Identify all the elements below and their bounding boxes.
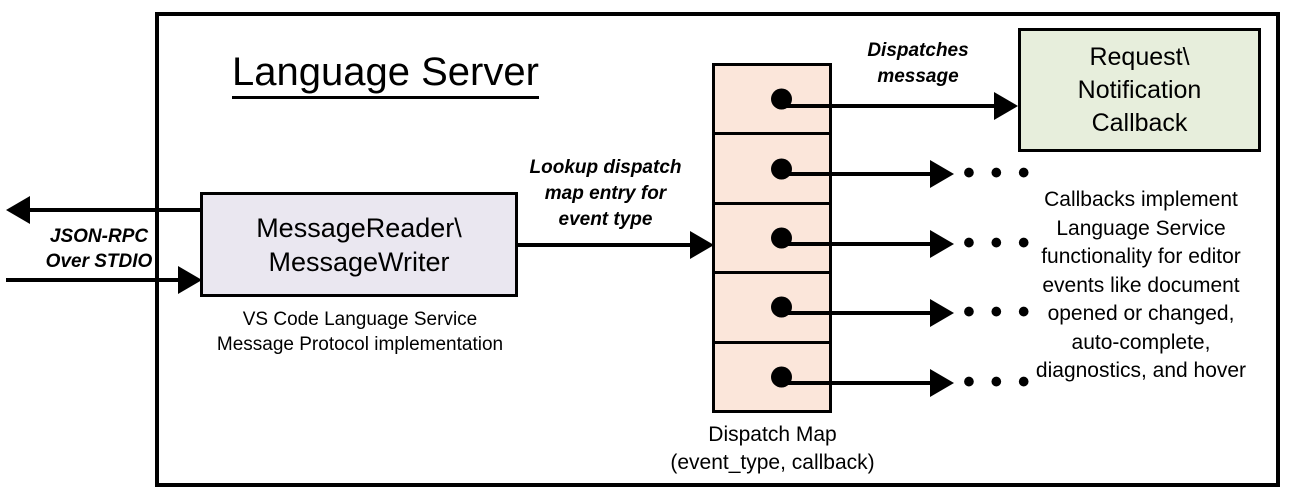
callback-caption-line3: functionality for editor: [1041, 245, 1241, 268]
message-reader-writer-box[interactable]: MessageReader\ MessageWriter: [200, 192, 518, 297]
json-rpc-label: JSON-RPC Over STDIO: [24, 224, 174, 274]
lookup-label-line3: event type: [558, 209, 653, 230]
language-server-boundary: [155, 12, 1280, 487]
dispatch-map-row[interactable]: [715, 274, 829, 344]
arrow-right-icon: [930, 369, 954, 397]
dispatch-map-row[interactable]: [715, 344, 829, 410]
dispatch-row-line: [776, 311, 934, 315]
dispatch-message-line: [776, 104, 998, 108]
dispatch-map-row[interactable]: [715, 66, 829, 136]
callback-caption-line7: diagnostics, and hover: [1035, 359, 1247, 382]
json-rpc-label-line2: Over STDIO: [45, 251, 153, 272]
dispatch-map-table[interactable]: [712, 63, 832, 413]
callback-caption-line5: opened or changed,: [1047, 302, 1235, 325]
dispatch-map-caption-line1: Dispatch Map: [708, 423, 837, 446]
page-title-text: Language Server: [232, 50, 539, 99]
message-reader-caption-line2: Message Protocol implementation: [216, 334, 504, 355]
ellipsis-label: • • •: [963, 154, 1033, 192]
dispatch-map-row[interactable]: [715, 135, 829, 205]
callback-line2: Notification: [1077, 75, 1202, 104]
arrow-right-icon: [930, 160, 954, 188]
lookup-dispatch-label: Lookup dispatch map entry for event type: [508, 155, 703, 233]
dispatch-row-line: [776, 381, 934, 385]
arrow-right-icon: [930, 299, 954, 327]
message-writer-label: MessageWriter: [268, 246, 450, 277]
inbound-rpc-line: [6, 278, 182, 282]
lookup-arrow-line: [518, 243, 694, 247]
callback-line1: Request\: [1089, 42, 1190, 71]
callback-caption-line6: auto-complete,: [1071, 330, 1211, 354]
dispatch-map-caption-line2: (event_type, callback): [670, 451, 875, 474]
json-rpc-label-line1: JSON-RPC: [49, 226, 149, 247]
arrow-right-icon: [994, 92, 1018, 120]
dispatch-map-caption: Dispatch Map (event_type, callback): [640, 421, 905, 477]
dispatch-row-line: [776, 242, 934, 246]
arrow-right-icon: [178, 266, 202, 294]
lookup-label-line1: Lookup dispatch: [529, 157, 682, 178]
page-title: Language Server: [232, 48, 652, 99]
arrow-right-icon: [690, 231, 714, 259]
lookup-label-line2: map entry for: [544, 183, 667, 204]
dispatches-message-label: Dispatches message: [828, 38, 1008, 90]
dispatch-map-row[interactable]: [715, 205, 829, 275]
dispatch-row-line: [776, 172, 934, 176]
message-reader-label: MessageReader\: [256, 212, 462, 243]
request-notification-callback-box[interactable]: Request\ Notification Callback: [1018, 28, 1261, 152]
callback-caption-line4: events like document: [1042, 273, 1240, 297]
arrow-right-icon: [930, 230, 954, 258]
message-reader-caption-line1: VS Code Language Service: [242, 309, 478, 330]
arrow-left-icon: [6, 196, 30, 224]
callback-line3: Callback: [1091, 108, 1188, 137]
callback-caption-line2: Language Service: [1056, 216, 1226, 240]
dispatches-message-line1: Dispatches: [867, 40, 969, 61]
callback-caption: Callbacks implement Language Service fun…: [1012, 186, 1270, 386]
outbound-rpc-line: [28, 208, 203, 212]
callback-caption-line1: Callbacks implement: [1044, 188, 1238, 211]
dispatches-message-line2: message: [877, 66, 959, 87]
message-reader-caption: VS Code Language Service Message Protoco…: [190, 307, 530, 357]
